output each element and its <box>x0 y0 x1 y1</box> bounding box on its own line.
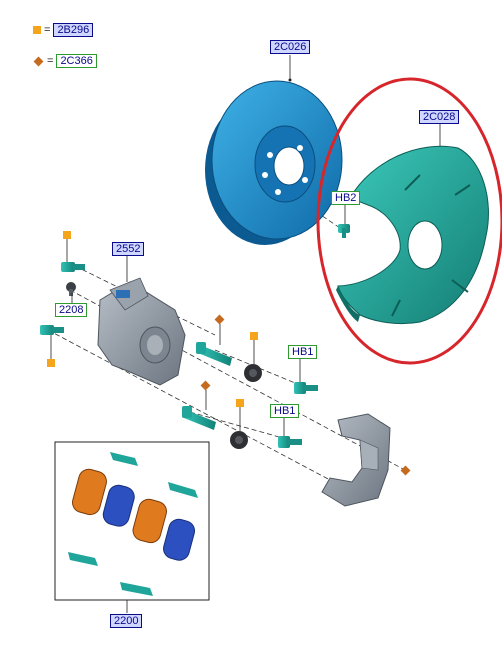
label-hb1-upper[interactable]: HB1 <box>288 345 318 359</box>
rubber-boot-upper[interactable] <box>244 364 262 382</box>
label-bleeder[interactable]: 2208 <box>55 303 88 317</box>
marker-square-boot-lower <box>236 399 244 431</box>
legend-equals: = <box>44 24 51 36</box>
legend-diamond-code[interactable]: 2C366 <box>56 54 97 68</box>
marker-diamond-bracket <box>400 465 411 476</box>
legend-square-row: = 2B296 <box>33 22 94 38</box>
highlight-circle <box>316 77 502 365</box>
legend-diamond-row: = 2C366 <box>33 53 97 69</box>
hb1-bolt-upper[interactable] <box>294 382 318 394</box>
caliper-bracket[interactable] <box>321 413 391 507</box>
square-marker-icon <box>33 26 41 34</box>
label-disc[interactable]: 2C026 <box>270 40 311 54</box>
bleeder-valve[interactable] <box>66 282 76 296</box>
rubber-boot-lower[interactable] <box>230 431 248 449</box>
guide-pin-lower[interactable] <box>182 406 216 430</box>
pad-kit-parts[interactable] <box>68 452 198 596</box>
marker-square-bolt-bottom <box>47 335 55 367</box>
brake-caliper[interactable] <box>97 277 186 386</box>
brake-splash-shield[interactable] <box>336 145 489 325</box>
marker-diamond-pin-upper <box>214 314 225 345</box>
marker-diamond-pin-lower <box>200 380 211 410</box>
pad-kit-box <box>54 441 210 601</box>
marker-square-boot-upper <box>250 332 258 364</box>
hb1-bolt-lower[interactable] <box>278 436 302 448</box>
hb2-screw[interactable] <box>338 224 350 238</box>
label-hb1-lower[interactable]: HB1 <box>270 404 300 418</box>
caliper-bolt-bottom[interactable] <box>40 325 64 335</box>
label-caliper[interactable]: 2552 <box>112 242 145 256</box>
label-shield[interactable]: 2C028 <box>419 110 460 124</box>
legend-square-code[interactable]: 2B296 <box>53 23 94 37</box>
legend-equals: = <box>47 55 54 67</box>
guide-pin-upper[interactable] <box>196 342 232 366</box>
label-leaders <box>71 205 346 436</box>
marker-square-bolt-top <box>63 231 71 262</box>
brake-disc[interactable] <box>205 80 343 245</box>
label-hb2[interactable]: HB2 <box>331 191 361 205</box>
caliper-bolt-top[interactable] <box>61 262 85 272</box>
label-pads[interactable]: 2200 <box>110 614 143 628</box>
